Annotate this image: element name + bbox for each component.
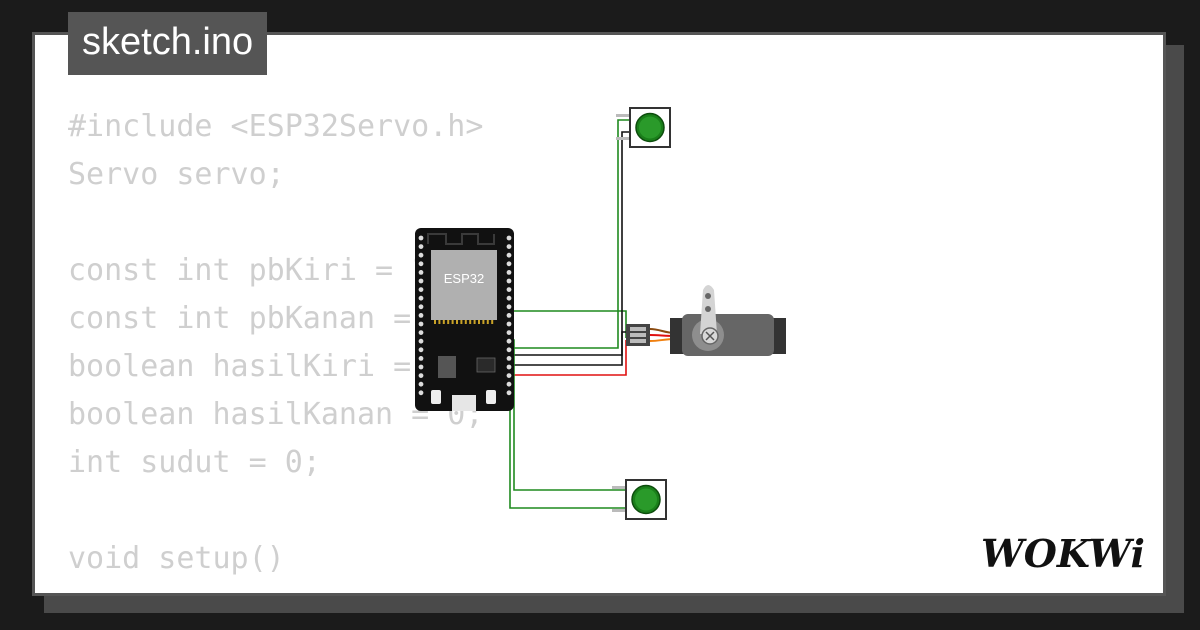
file-tab[interactable]: sketch.ino — [68, 12, 268, 75]
header-pin — [418, 390, 424, 396]
header-pin — [506, 235, 512, 241]
header-pin — [418, 304, 424, 310]
wire-green — [509, 330, 626, 509]
wokwi-logo-text: WOKWi — [981, 531, 1145, 576]
code-line: int sudut = 0; — [68, 445, 321, 480]
header-pin — [506, 321, 512, 327]
wire-green — [510, 339, 626, 491]
header-pin — [506, 252, 512, 258]
header-pin — [418, 381, 424, 387]
header-pin — [418, 287, 424, 292]
header-pin — [418, 244, 424, 250]
wire-black — [510, 331, 626, 366]
chip-pin — [478, 320, 480, 324]
header-pin — [418, 364, 424, 370]
header-pin — [418, 295, 424, 301]
header-pin — [418, 261, 424, 267]
chip-pin — [451, 320, 454, 324]
chip-pin — [486, 320, 489, 324]
header-pin — [506, 373, 512, 378]
chip-pin — [442, 320, 445, 324]
header-pin — [506, 278, 512, 284]
code-background: #include <ESP32Servo.h>Servo servo;const… — [68, 103, 484, 593]
chip-pin — [491, 320, 494, 324]
wire-black — [510, 131, 630, 356]
esp32-chip — [431, 250, 497, 320]
wire-green — [510, 119, 630, 349]
header-pin — [418, 373, 424, 378]
pushbutton[interactable] — [612, 479, 667, 520]
wokwi-logo: WOKWi — [981, 531, 1145, 576]
header-pin — [506, 270, 512, 275]
header-pin — [506, 356, 512, 361]
code-line: boolean hasilKanan = 0; — [68, 397, 484, 432]
code-line: { — [68, 583, 483, 593]
board-label: ESP32 — [444, 271, 484, 286]
header-pin — [418, 270, 424, 275]
chip-pin — [473, 320, 476, 324]
header-pin — [506, 304, 512, 310]
chip-pin — [469, 320, 472, 324]
chip-pin — [434, 320, 436, 324]
header-pin — [506, 390, 512, 396]
header-pin — [418, 252, 424, 258]
pushbutton[interactable] — [616, 107, 671, 148]
header-pin — [418, 356, 424, 361]
preview-card: #include <ESP32Servo.h>Servo servo;const… — [32, 32, 1166, 596]
header-pin — [506, 287, 512, 292]
servo-motor[interactable] — [626, 285, 786, 356]
header-pin — [418, 313, 424, 318]
chip-pin — [464, 320, 467, 324]
chip-pin — [456, 320, 458, 324]
header-pin — [418, 338, 424, 344]
code-line: void setup() — [68, 541, 285, 576]
header-pin — [506, 313, 512, 318]
header-pin — [506, 330, 512, 335]
header-pin — [418, 321, 424, 327]
header-pin — [506, 261, 512, 267]
header-pin — [418, 330, 424, 335]
header-pin — [418, 235, 424, 241]
header-pin — [506, 381, 512, 387]
header-pin — [506, 347, 512, 353]
header-pin — [506, 244, 512, 250]
chip-pin — [447, 320, 450, 324]
header-pin — [418, 278, 424, 284]
header-pin — [506, 364, 512, 370]
esp32-board[interactable]: ESP32 — [415, 228, 514, 411]
code-line: #include <ESP32Servo.h> — [68, 109, 484, 144]
wire-green — [510, 310, 627, 338]
chip-pin — [482, 320, 485, 324]
chip-pin — [460, 320, 463, 324]
header-pin — [506, 295, 512, 301]
chip-pin — [438, 320, 441, 324]
header-pin — [418, 347, 424, 353]
code-line: Servo servo; — [68, 157, 285, 192]
header-pin — [506, 338, 512, 344]
